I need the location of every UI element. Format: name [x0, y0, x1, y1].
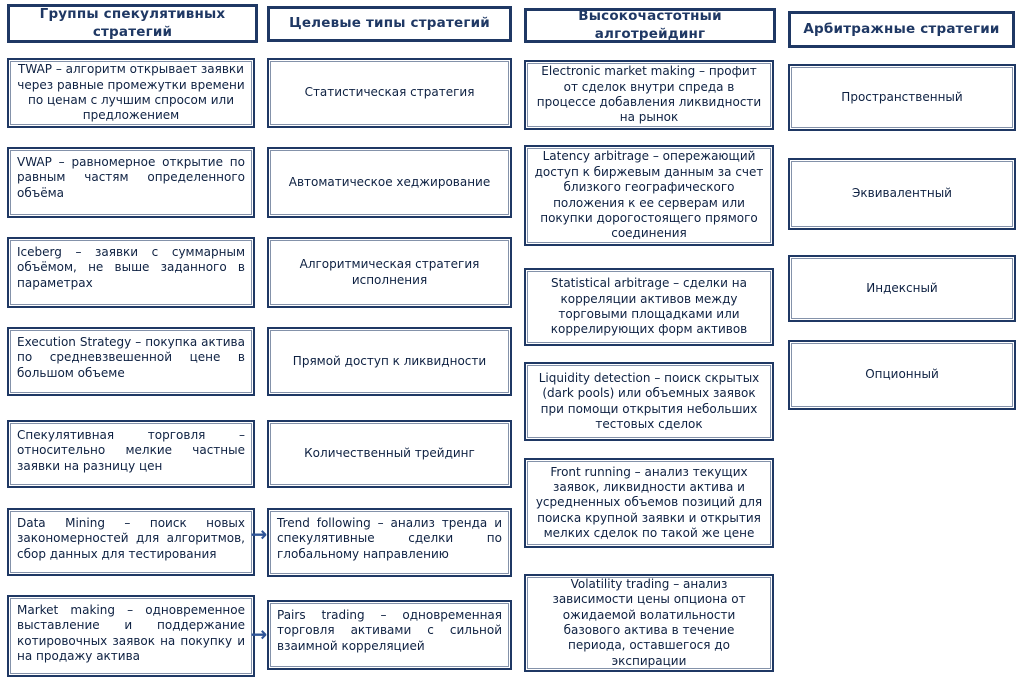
box-equivalent-arbitrage: Эквивалентный [788, 158, 1016, 230]
box-index-arbitrage: Индексный [788, 255, 1016, 322]
box-option-arbitrage: Опционный [788, 340, 1016, 410]
box-auto-hedging: Автоматическое хеджирование [267, 147, 512, 218]
header-hft-algotrading: Высокочастотный алготрейдинг [524, 8, 776, 43]
box-twap: TWAP – алгоритм открывает заявки через р… [7, 58, 255, 128]
box-direct-liquidity-access: Прямой доступ к ликвидности [267, 327, 512, 396]
box-market-making: Market making – одновременное выставлени… [7, 595, 255, 677]
box-statistical-strategy: Статистическая стратегия [267, 58, 512, 128]
box-front-running: Front running – анализ текущих заявок, л… [524, 458, 774, 548]
arrow-right-icon: → [250, 622, 268, 646]
box-iceberg: Iceberg – заявки с суммарным объёмом, не… [7, 237, 255, 308]
header-speculative-groups: Группы спекулятивных стратегий [7, 4, 258, 43]
box-algo-execution-strategy: Алгоритмическая стратегия исполнения [267, 237, 512, 308]
box-vwap: VWAP – равномерное открытие по равным ча… [7, 147, 255, 218]
box-trend-following: Trend following – анализ тренда и спекул… [267, 508, 512, 577]
box-pairs-trading: Pairs trading – одновременная торговля а… [267, 600, 512, 670]
box-quantitative-trading: Количественный трейдинг [267, 420, 512, 488]
header-target-types: Целевые типы стратегий [267, 6, 512, 42]
arrow-right-icon: → [250, 522, 268, 546]
box-electronic-market-making: Electronic market making – профит от сде… [524, 60, 774, 130]
box-execution-strategy: Execution Strategy – покупка актива по с… [7, 327, 255, 396]
box-liquidity-detection: Liquidity detection – поиск скрытых (dar… [524, 362, 774, 441]
box-data-mining: Data Mining – поиск новых закономерносте… [7, 508, 255, 576]
box-volatility-trading: Volatility trading – анализ зависимости … [524, 574, 774, 672]
box-statistical-arbitrage: Statistical arbitrage – сделки на коррел… [524, 268, 774, 346]
box-speculative-trading: Спекулятивная торговля – относительно ме… [7, 420, 255, 488]
header-arbitrage-strategies: Арбитражные стратегии [788, 11, 1015, 48]
box-latency-arbitrage: Latency arbitrage – опережающий доступ к… [524, 145, 774, 246]
box-spatial-arbitrage: Пространственный [788, 64, 1016, 131]
